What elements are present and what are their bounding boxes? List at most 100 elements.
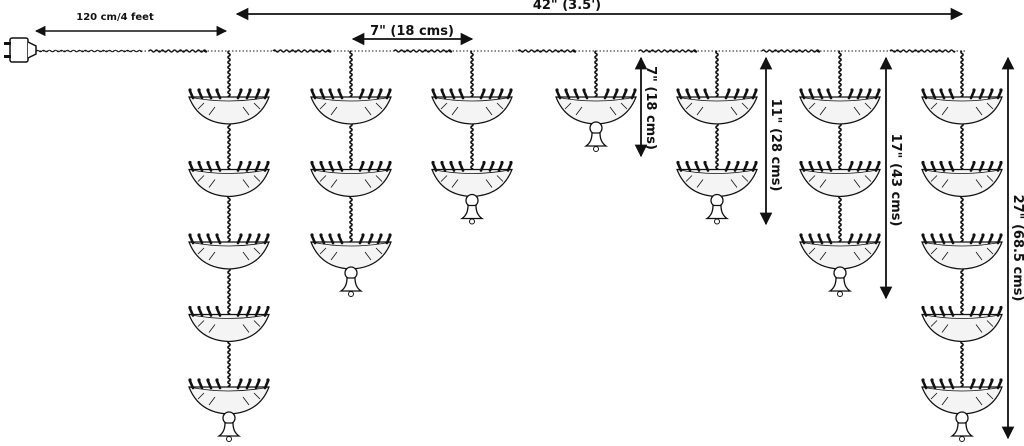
bulb xyxy=(215,89,222,100)
bulb xyxy=(865,162,872,172)
bulb xyxy=(939,379,946,390)
cord-coil xyxy=(761,49,821,53)
bulb xyxy=(188,379,195,390)
bulb xyxy=(939,89,946,100)
bulb xyxy=(245,162,252,172)
bulb xyxy=(930,307,937,317)
bulb xyxy=(826,89,833,100)
bulb xyxy=(799,89,806,100)
bulb xyxy=(254,162,261,172)
bulb xyxy=(328,162,335,172)
bulb xyxy=(564,89,571,100)
bulb xyxy=(385,234,392,245)
bulb xyxy=(921,379,928,390)
bulb xyxy=(254,89,261,100)
bulb xyxy=(385,89,392,100)
bulb xyxy=(978,162,985,172)
bulb xyxy=(254,234,261,245)
bulb xyxy=(808,89,815,100)
bulb xyxy=(479,162,486,172)
bell-icon xyxy=(704,193,730,225)
bulb xyxy=(367,89,374,100)
bulb xyxy=(724,162,731,172)
bulb xyxy=(694,89,701,100)
bulb xyxy=(996,89,1003,100)
bulb xyxy=(263,89,270,100)
bulb xyxy=(930,234,937,245)
bulb xyxy=(367,162,374,172)
bulb xyxy=(987,89,994,100)
bulb xyxy=(488,89,495,100)
bulb xyxy=(215,234,222,245)
power-cord xyxy=(35,49,966,53)
bulb xyxy=(703,89,710,100)
bulb xyxy=(263,162,270,172)
bulb xyxy=(385,162,392,172)
bulb xyxy=(733,162,740,172)
bulb xyxy=(685,162,692,172)
bulb xyxy=(358,89,365,100)
lamp-shade xyxy=(555,88,637,125)
bulb xyxy=(449,89,456,100)
bulb xyxy=(488,162,495,172)
bulb xyxy=(676,162,683,172)
light-strand xyxy=(431,50,513,225)
bulb xyxy=(263,234,270,245)
lamp-shade xyxy=(921,378,1003,415)
bulb xyxy=(856,89,863,100)
lamp-shade xyxy=(188,233,270,270)
bulb xyxy=(555,89,562,100)
lamp-shade xyxy=(188,160,270,198)
bulb xyxy=(506,89,513,100)
bulb xyxy=(206,234,213,245)
bulb xyxy=(358,162,365,172)
bulb xyxy=(449,162,456,172)
bulb xyxy=(319,162,326,172)
bulb xyxy=(969,162,976,172)
lamp-shade xyxy=(921,160,1003,198)
light-strand xyxy=(921,50,1003,442)
bulb xyxy=(694,162,701,172)
bulb xyxy=(337,89,344,100)
lamp-shade xyxy=(921,233,1003,270)
bulb xyxy=(856,234,863,245)
drop-2-label: 11" (28 cms) xyxy=(768,99,783,192)
bulb xyxy=(254,379,261,390)
bulb xyxy=(751,89,758,100)
drop-1-label: 7" (18 cms) xyxy=(643,66,658,150)
total-width-label: 42" (3.5') xyxy=(533,0,601,13)
bulb xyxy=(603,89,610,100)
lamp-shade xyxy=(799,160,881,198)
bulb xyxy=(263,307,270,317)
bulb xyxy=(978,379,985,390)
bulb xyxy=(245,234,252,245)
cord-coil xyxy=(889,49,956,53)
bulb xyxy=(939,234,946,245)
light-strands xyxy=(188,50,1003,442)
bulb xyxy=(310,162,317,172)
lamp-shade xyxy=(188,88,270,125)
lamp-shade xyxy=(676,160,758,198)
bulb xyxy=(630,89,637,100)
bulb xyxy=(431,162,438,172)
cord-coil xyxy=(272,49,332,53)
bell-icon xyxy=(583,121,609,152)
bell-icon xyxy=(949,411,975,442)
plug-icon xyxy=(4,37,37,63)
bulb xyxy=(865,234,872,245)
bulb xyxy=(733,89,740,100)
bell-icon xyxy=(216,411,242,442)
bulb xyxy=(206,307,213,317)
bulb xyxy=(987,234,994,245)
bulb xyxy=(188,89,195,100)
bulb xyxy=(930,89,937,100)
cord-coil xyxy=(393,49,453,53)
bulb xyxy=(939,162,946,172)
bulb xyxy=(799,162,806,172)
bulb xyxy=(497,162,504,172)
bulb xyxy=(808,162,815,172)
lamp-shade xyxy=(921,88,1003,125)
bulb xyxy=(856,162,863,172)
lamp-shade xyxy=(310,88,392,125)
